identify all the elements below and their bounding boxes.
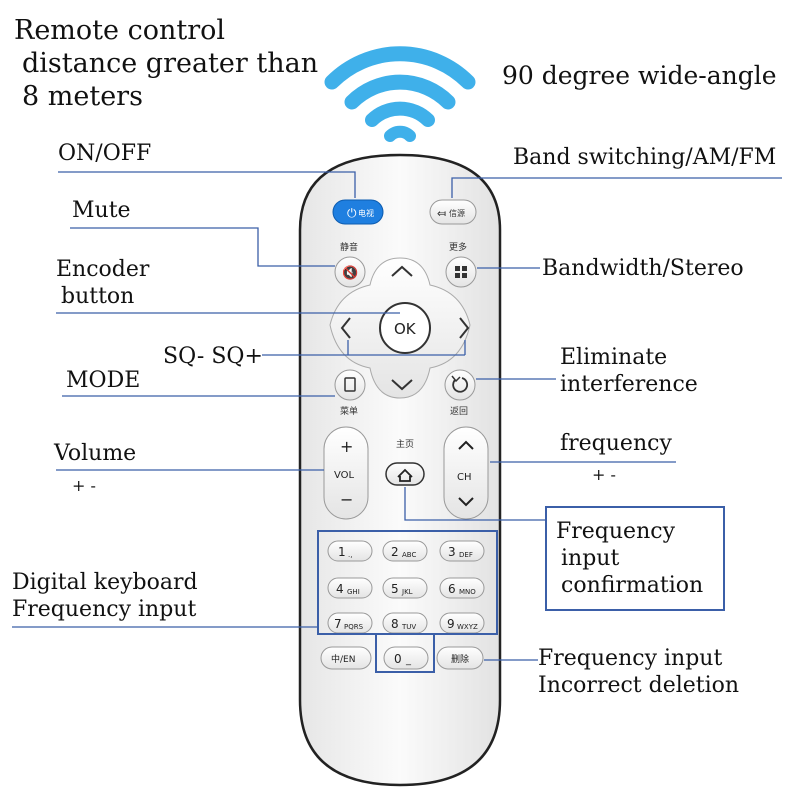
- key-6[interactable]: 6 MNO: [439, 577, 485, 599]
- delete-button[interactable]: 删除: [436, 646, 484, 670]
- channel-down-icon: [458, 497, 474, 507]
- svg-text:ABC: ABC: [402, 551, 416, 559]
- key-0[interactable]: 0 _: [383, 646, 429, 670]
- grid-icon: [455, 266, 467, 278]
- svg-text:4: 4: [336, 582, 344, 596]
- confirmation-line: [404, 487, 546, 521]
- delete-button-label: 删除: [451, 653, 469, 665]
- back-icon: [452, 377, 469, 393]
- language-button-label: 中/EN: [331, 653, 355, 665]
- mute-icon: 🔇: [342, 265, 358, 281]
- key-5[interactable]: 5 JKL: [382, 577, 428, 599]
- right-arrow-icon: [459, 317, 470, 339]
- volume-label: VOL: [334, 470, 355, 481]
- frequency-sublabel: + -: [592, 465, 616, 484]
- svg-text:3: 3: [448, 545, 456, 559]
- power-icon: ⏻: [347, 206, 357, 220]
- key-4[interactable]: 4 GHI: [327, 577, 373, 599]
- svg-text:PQRS: PQRS: [344, 623, 364, 631]
- key-8[interactable]: 8 TUV: [382, 612, 428, 634]
- ok-button[interactable]: OK: [379, 302, 431, 354]
- svg-text:_: _: [405, 655, 412, 666]
- menu-icon: [344, 377, 356, 392]
- source-button[interactable]: ⤆ 信源: [429, 199, 477, 225]
- svg-text:WXYZ: WXYZ: [457, 623, 478, 631]
- key-9[interactable]: 9 WXYZ: [439, 612, 485, 634]
- svg-text:1: 1: [338, 545, 346, 559]
- svg-text:TUV: TUV: [401, 623, 416, 631]
- source-icon: ⤆: [437, 207, 446, 220]
- svg-text:DEF: DEF: [459, 551, 473, 559]
- source-button-label: 信源: [449, 208, 465, 218]
- svg-text:.,: .,: [348, 551, 352, 559]
- language-button[interactable]: 中/EN: [320, 646, 372, 670]
- encoder-label: Encoder button: [56, 257, 150, 309]
- power-button-label: 电视: [358, 208, 374, 218]
- channel-rocker[interactable]: CH: [443, 426, 489, 520]
- mute-label: Mute: [72, 198, 131, 223]
- range-text: Remote control distance greater than 8 m…: [14, 15, 319, 112]
- angle-text: 90 degree wide-angle: [502, 61, 777, 90]
- delete-label: Frequency input Incorrect deletion: [538, 646, 740, 698]
- wifi-signal-icon: [324, 46, 476, 142]
- on-off-line: [58, 171, 356, 198]
- band-switching-line: [451, 177, 782, 198]
- volume-down-icon: −: [340, 490, 353, 509]
- home-icon: [397, 468, 413, 482]
- mute-caption: 静音: [340, 241, 358, 253]
- key-2[interactable]: 2 ABC: [382, 540, 428, 562]
- svg-text:8: 8: [391, 617, 399, 631]
- down-arrow-icon: [391, 379, 413, 391]
- mode-label: MODE: [66, 368, 141, 393]
- frequency-label: frequency: [560, 431, 672, 456]
- more-button[interactable]: [445, 256, 477, 288]
- volume-up-icon: +: [340, 437, 353, 456]
- svg-text:7: 7: [334, 617, 342, 631]
- digital-keyboard-label: Digital keyboard Frequency input: [12, 570, 198, 622]
- ok-label: OK: [394, 320, 417, 338]
- power-button[interactable]: ⏻ 电视: [332, 199, 384, 225]
- back-button[interactable]: [444, 369, 476, 401]
- band-switching-label: Band switching/AM/FM: [513, 145, 777, 170]
- callout-lines: [12, 171, 782, 661]
- back-caption: 返回: [450, 405, 468, 417]
- volume-rocker[interactable]: + VOL −: [323, 426, 369, 520]
- left-arrow-icon: [340, 317, 351, 339]
- svg-text:MNO: MNO: [459, 588, 476, 596]
- svg-text:5: 5: [391, 582, 399, 596]
- svg-text:0: 0: [394, 652, 402, 666]
- sq-label: SQ- SQ+: [163, 344, 263, 369]
- mute-button[interactable]: 🔇: [334, 256, 366, 288]
- key-3[interactable]: 3 DEF: [439, 540, 485, 562]
- mute-line: [70, 227, 335, 267]
- svg-text:9: 9: [447, 617, 455, 631]
- channel-up-icon: [458, 440, 474, 450]
- menu-caption: 菜单: [340, 405, 358, 417]
- frequency-confirmation-box: [545, 506, 725, 611]
- home-button[interactable]: [385, 462, 425, 486]
- home-caption: 主页: [396, 438, 414, 450]
- key-7[interactable]: 7 PQRS: [327, 612, 373, 634]
- zero-key-box: [375, 633, 435, 673]
- eliminate-interference-label: Eliminate interference: [560, 345, 698, 397]
- svg-text:2: 2: [391, 545, 399, 559]
- bandwidth-stereo-label: Bandwidth/Stereo: [542, 256, 744, 281]
- more-caption: 更多: [449, 241, 467, 253]
- svg-text:JKL: JKL: [401, 588, 413, 596]
- menu-button[interactable]: [334, 369, 366, 401]
- channel-label: CH: [457, 472, 472, 483]
- volume-sublabel: + -: [72, 476, 96, 495]
- key-1[interactable]: 1 .,: [327, 540, 373, 562]
- volume-label: Volume: [54, 441, 137, 466]
- svg-text:6: 6: [448, 582, 456, 596]
- on-off-label: ON/OFF: [58, 141, 152, 166]
- up-arrow-icon: [391, 265, 413, 277]
- frequency-confirmation-label: Frequency input confirmation: [556, 519, 704, 598]
- svg-text:GHI: GHI: [347, 588, 360, 596]
